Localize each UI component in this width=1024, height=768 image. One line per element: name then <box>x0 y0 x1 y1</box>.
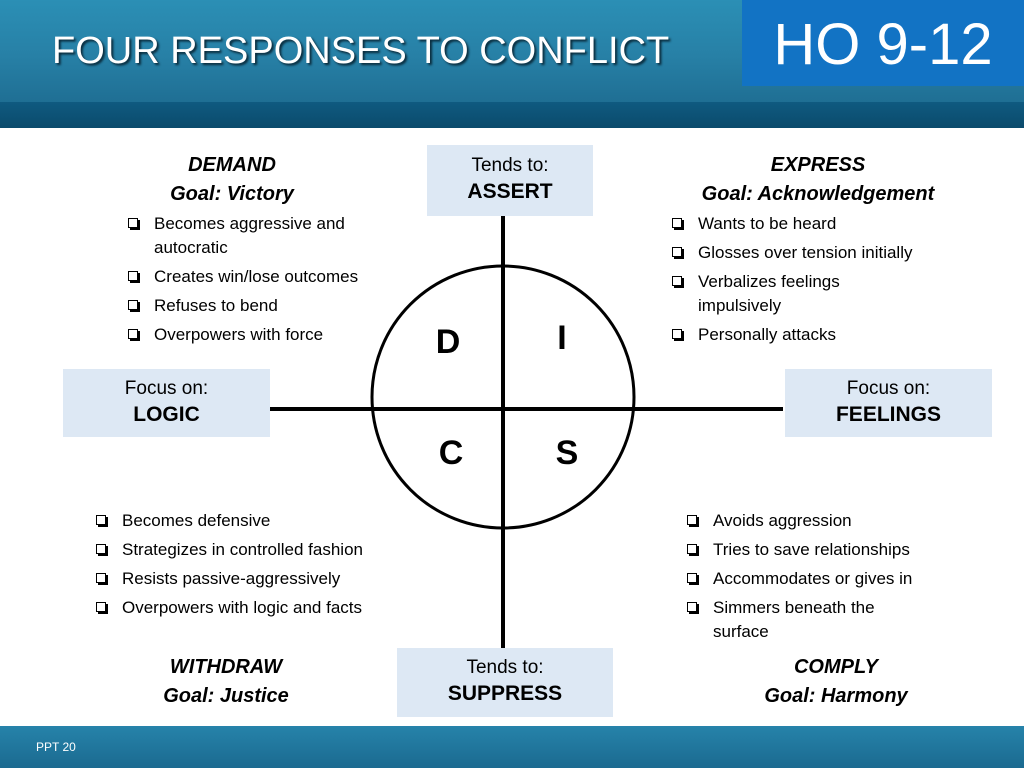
logic-label-line1: Focus on: <box>124 378 209 399</box>
list-item: Becomes defensive <box>92 509 432 533</box>
list-item: Refuses to bend <box>124 294 414 318</box>
list-item: Tries to save relationships <box>683 538 973 562</box>
demand-bullets: Becomes aggressive and autocratic Create… <box>124 212 414 352</box>
list-item: Resists passive-aggressively <box>92 567 432 591</box>
withdraw-heading: WITHDRAW Goal: Justice <box>106 653 346 711</box>
letter-s: S <box>555 434 579 472</box>
letter-c: C <box>438 434 464 472</box>
list-item: Glosses over tension initially <box>668 241 968 265</box>
express-heading: EXPRESS Goal: Acknowledgement <box>668 151 968 209</box>
list-item: Becomes aggressive and autocratic <box>124 212 414 260</box>
feelings-label-line2: FEELINGS <box>835 403 941 426</box>
list-item: Strategizes in controlled fashion <box>92 538 432 562</box>
handout-badge: HO 9-12 <box>742 0 1024 86</box>
list-item: Wants to be heard <box>668 212 968 236</box>
suppress-label-line1: Tends to: <box>466 657 544 678</box>
assert-label-line2: ASSERT <box>467 180 553 203</box>
list-item: Avoids aggression <box>683 509 973 533</box>
assert-label-box: Tends to: ASSERT <box>427 145 593 216</box>
comply-bullets: Avoids aggression Tries to save relation… <box>683 509 973 649</box>
withdraw-goal: Goal: Justice <box>163 685 289 707</box>
header-band <box>0 102 1024 128</box>
logic-label-line2: LOGIC <box>133 403 200 426</box>
logic-label-box: Focus on: LOGIC <box>63 369 270 437</box>
letter-i: I <box>557 319 567 357</box>
list-item: Accommodates or gives in <box>683 567 973 591</box>
comply-goal: Goal: Harmony <box>764 685 908 707</box>
express-goal: Goal: Acknowledgement <box>701 183 935 205</box>
withdraw-bullets: Becomes defensive Strategizes in control… <box>92 509 432 625</box>
footer-bar: PPT 20 <box>0 726 1024 768</box>
suppress-label-box: Tends to: SUPPRESS <box>397 648 613 717</box>
demand-heading: DEMAND Goal: Victory <box>112 151 352 209</box>
list-item: Creates win/lose outcomes <box>124 265 414 289</box>
express-bullets: Wants to be heard Glosses over tension i… <box>668 212 968 352</box>
slide-number: PPT 20 <box>36 740 76 754</box>
feelings-label-box: Focus on: FEELINGS <box>785 369 992 437</box>
assert-label-line1: Tends to: <box>471 155 549 176</box>
page-title: FOUR RESPONSES TO CONFLICT <box>52 30 670 72</box>
list-item: Simmers beneath the surface <box>683 596 913 644</box>
suppress-label-line2: SUPPRESS <box>447 682 563 705</box>
comply-heading: COMPLY Goal: Harmony <box>716 653 956 711</box>
comply-title: COMPLY <box>793 656 879 678</box>
letter-d: D <box>435 323 461 361</box>
demand-title: DEMAND <box>188 154 276 176</box>
list-item: Overpowers with logic and facts <box>92 596 432 620</box>
list-item: Personally attacks <box>668 323 968 347</box>
list-item: Overpowers with force <box>124 323 414 347</box>
list-item: Verbalizes feelings impulsively <box>668 270 898 318</box>
disc-circle <box>370 264 636 530</box>
demand-goal: Goal: Victory <box>170 183 294 205</box>
feelings-label-line1: Focus on: <box>846 378 931 399</box>
express-title: EXPRESS <box>770 154 866 176</box>
withdraw-title: WITHDRAW <box>169 656 283 678</box>
